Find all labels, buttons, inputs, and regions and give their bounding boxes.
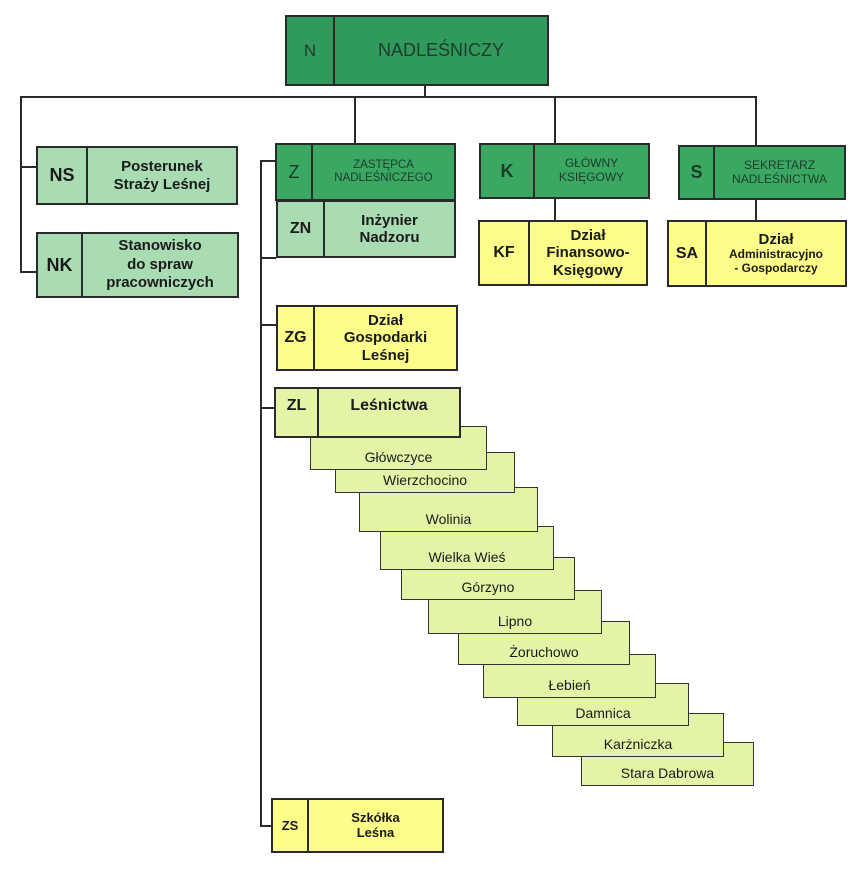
box-dzial-administracyjno-gospodarczy: SA Dział Administracyjno - Gospodarczy — [667, 220, 847, 287]
box-glowny-ksiegowy: K GŁÓWNY KSIĘGOWY — [479, 143, 650, 199]
box-inzynier-nadzoru: ZN Inżynier Nadzoru — [276, 200, 456, 258]
connector — [260, 825, 272, 827]
box-dzial-gospodarki-lesnej: ZG Dział Gospodarki Leśnej — [276, 305, 458, 371]
box-code: NS — [38, 148, 88, 203]
connector — [20, 96, 757, 98]
box-code: ZG — [278, 307, 315, 369]
connector — [554, 198, 556, 221]
box-label: Inżynier Nadzoru — [359, 211, 420, 246]
connector — [554, 96, 556, 144]
connector — [755, 199, 757, 221]
box-label-main: Dział — [758, 231, 794, 249]
box-lesnictwa: ZL Leśnictwa — [274, 387, 461, 438]
box-label: Leśnictwa — [350, 397, 428, 414]
box-posterunek-strazy-lesnej: NS Posterunek Straży Leśnej — [36, 146, 238, 205]
box-sekretarz-nadlesnictwa: S SEKRETARZ NADLEŚNICTWA — [678, 145, 846, 200]
box-label: Dział Finansowo- Księgowy — [546, 227, 630, 279]
connector — [20, 271, 36, 273]
box-label: Dział Gospodarki Leśnej — [343, 312, 428, 364]
box-label: GŁÓWNY KSIĘGOWY — [558, 156, 625, 184]
connector — [20, 166, 36, 168]
box-code: KF — [480, 222, 530, 284]
box-label: ZASTĘPCA NADLEŚNICZEGO — [334, 158, 433, 184]
connector — [260, 257, 276, 259]
box-szkolka-lesna: ZS Szkółka Leśna — [271, 798, 444, 853]
forestry-box: Wolinia — [359, 487, 538, 532]
box-code: ZN — [278, 202, 325, 256]
box-nadlesniczy: N NADLEŚNICZY — [285, 15, 549, 86]
box-dzial-finansowo-ksiegowy: KF Dział Finansowo- Księgowy — [478, 220, 648, 286]
box-stanowisko-pracownicze: NK Stanowisko do spraw pracowniczych — [36, 232, 239, 298]
connector — [260, 324, 276, 326]
box-code: SA — [669, 222, 707, 285]
box-code: S — [680, 147, 715, 198]
box-code: NK — [38, 234, 83, 296]
box-label: SEKRETARZ NADLEŚNICTWA — [732, 157, 827, 186]
connector — [20, 96, 22, 273]
connector — [260, 160, 262, 826]
box-label: Dział Administracyjno - Gospodarczy — [707, 222, 845, 285]
box-code: Z — [277, 145, 313, 199]
box-label: Szkółka Leśna — [351, 809, 400, 840]
connector — [354, 96, 356, 144]
forestry-box: Wielka Wieś — [380, 526, 554, 570]
box-code: ZL — [276, 389, 319, 436]
connector — [424, 85, 426, 98]
connector — [260, 160, 276, 162]
connector — [260, 407, 276, 409]
box-code: K — [481, 145, 535, 197]
box-label-sub: Administracyjno - Gospodarczy — [728, 247, 824, 276]
box-label: Stanowisko do spraw pracowniczych — [106, 236, 214, 292]
box-code: N — [287, 17, 335, 84]
connector — [755, 96, 757, 146]
box-label: NADLEŚNICZY — [377, 40, 505, 61]
box-label: Posterunek Straży Leśnej — [113, 158, 211, 193]
box-code: ZS — [273, 800, 309, 851]
box-zastepca-nadlesniczego: Z ZASTĘPCA NADLEŚNICZEGO — [275, 143, 456, 201]
